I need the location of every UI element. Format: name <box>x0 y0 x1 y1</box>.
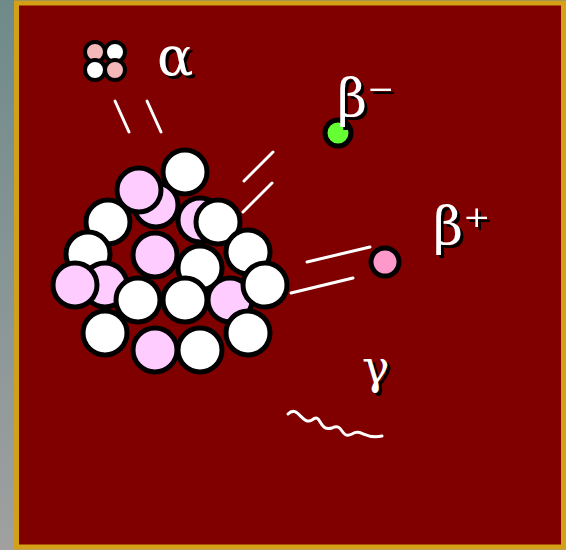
particle-label: β⁺ <box>433 200 491 252</box>
positron <box>371 248 399 276</box>
gamma-wave <box>288 411 382 436</box>
particle-label: β⁻ <box>337 72 395 124</box>
particle-label: γ <box>362 344 390 390</box>
frame <box>17 3 564 547</box>
emission-tracks <box>115 101 370 293</box>
nucleus <box>53 150 287 372</box>
particle-label: α <box>157 30 193 84</box>
alpha-particle <box>85 42 125 80</box>
